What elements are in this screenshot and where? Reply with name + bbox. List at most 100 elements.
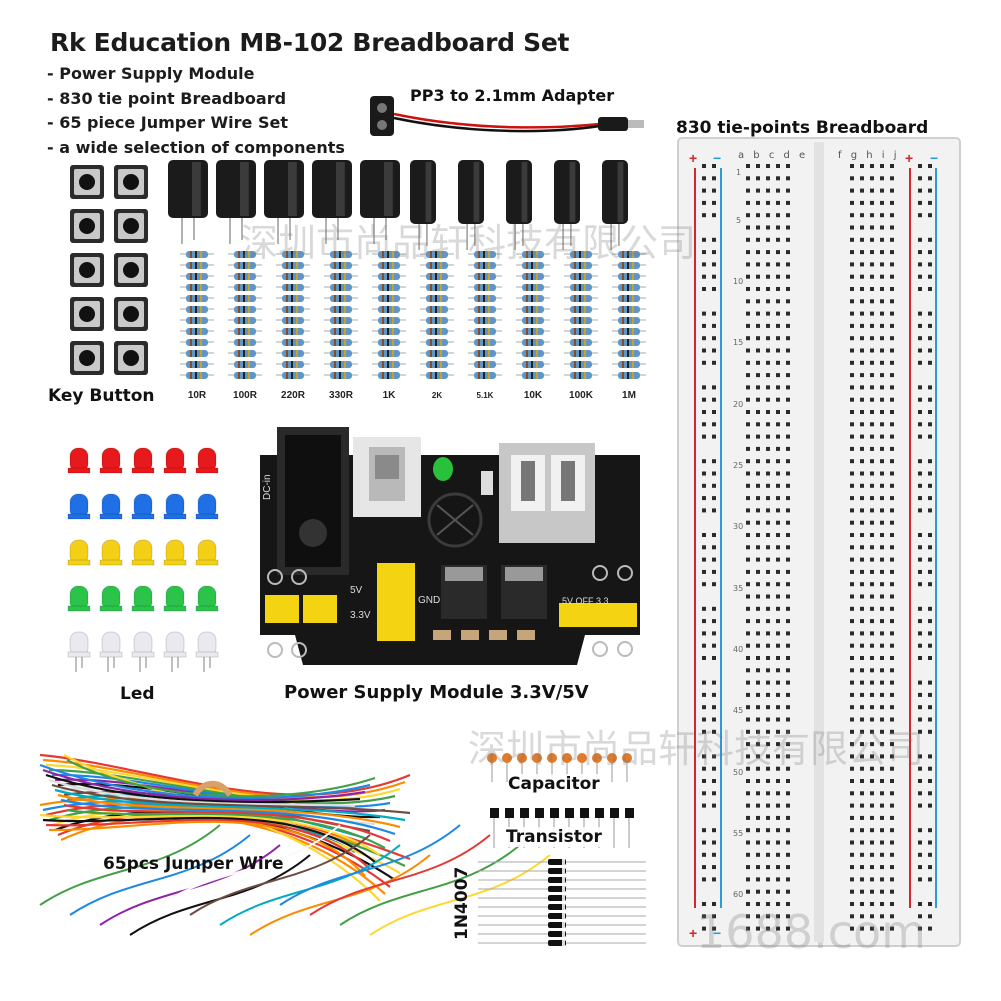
tactile-button: [70, 297, 104, 331]
breadboard-hole: [890, 643, 894, 648]
rail-hole: [712, 705, 716, 710]
resistor: [612, 328, 646, 335]
breadboard-hole: [850, 742, 854, 747]
breadboard-hole: [890, 828, 894, 833]
rail-hole: [928, 828, 932, 833]
breadboard-hole: [766, 176, 770, 181]
breadboard-hole: [766, 446, 770, 451]
breadboard-hole: [776, 889, 780, 894]
breadboard-hole: [746, 213, 750, 218]
breadboard-hole: [766, 668, 770, 673]
breadboard-hole: [890, 422, 894, 427]
breadboard-hole: [756, 569, 760, 574]
breadboard-hole: [786, 668, 790, 673]
breadboard-hole: [860, 865, 864, 870]
breadboard-hole: [870, 360, 874, 365]
rail-hole: [928, 631, 932, 636]
breadboard-hole: [776, 471, 780, 476]
rail-hole: [928, 643, 932, 648]
breadboard-hole: [880, 323, 884, 328]
breadboard-hole: [786, 619, 790, 624]
rail-hole: [918, 766, 922, 771]
rail-hole: [918, 323, 922, 328]
breadboard-hole: [766, 914, 770, 919]
breadboard-hole: [870, 299, 874, 304]
breadboard-hole: [850, 791, 854, 796]
rail-hole: [918, 717, 922, 722]
breadboard-columns-left: a b c d e: [738, 150, 809, 161]
resistor: [420, 317, 454, 324]
breadboard-hole: [850, 483, 854, 488]
breadboard-hole: [850, 471, 854, 476]
breadboard-hole: [756, 692, 760, 697]
breadboard-hole: [746, 569, 750, 574]
breadboard-hole: [870, 914, 874, 919]
breadboard-hole: [776, 852, 780, 857]
breadboard-hole: [756, 914, 760, 919]
rail-hole: [702, 656, 706, 660]
row-number: 25: [733, 461, 744, 470]
breadboard-hole: [890, 508, 894, 513]
rail-hole: [918, 705, 922, 710]
resistor: [468, 295, 502, 302]
rail-hole: [712, 545, 716, 550]
rail-hole: [702, 410, 706, 414]
breadboard-hole: [860, 877, 864, 882]
rail-hole: [928, 483, 932, 488]
rail-hole: [712, 410, 716, 414]
breadboard-hole: [880, 852, 884, 857]
resistor-value: 330R: [329, 390, 353, 401]
rail-hole: [702, 545, 706, 550]
feature-item: - a wide selection of components: [47, 137, 345, 157]
breadboard-hole: [860, 680, 864, 685]
breadboard-hole: [756, 422, 760, 427]
breadboard-hole: [850, 496, 854, 501]
breadboard-hole: [860, 471, 864, 476]
breadboard-hole: [890, 631, 894, 636]
breadboard-hole: [880, 705, 884, 710]
rail-hole: [712, 274, 716, 279]
rail-hole: [918, 311, 922, 316]
rail-hole: [928, 397, 932, 402]
breadboard-hole: [860, 840, 864, 845]
breadboard-hole: [786, 680, 790, 685]
led: [195, 631, 219, 672]
rail-hole: [928, 323, 932, 328]
row-number: 45: [733, 706, 744, 715]
breadboard-hole: [786, 323, 790, 328]
rail-hole: [918, 533, 922, 537]
jumper-wires-image: [39, 753, 551, 936]
rail-hole: [918, 582, 922, 587]
breadboard-hole: [860, 557, 864, 562]
resistor: [324, 339, 358, 346]
breadboard-hole: [786, 422, 790, 427]
rail-hole: [918, 471, 922, 476]
breadboard-hole: [870, 803, 874, 808]
dc-in-marking: DC-in: [262, 474, 273, 500]
breadboard-hole: [756, 434, 760, 439]
rail-hole: [928, 434, 932, 439]
breadboard-hole: [766, 557, 770, 562]
rail-hole: [928, 471, 932, 476]
rail-hole: [712, 656, 716, 660]
breadboard-hole: [860, 373, 864, 378]
breadboard-hole: [860, 287, 864, 291]
breadboard-hole: [870, 840, 874, 845]
breadboard-hole: [746, 385, 750, 390]
breadboard-hole: [870, 459, 874, 464]
breadboard-hole: [850, 164, 854, 168]
breadboard-hole: [776, 459, 780, 464]
breadboard-hole: [860, 631, 864, 636]
rail-hole: [918, 680, 922, 685]
breadboard-hole: [786, 520, 790, 525]
led: [67, 493, 91, 520]
breadboard-hole: [850, 520, 854, 525]
jumper-wire: [69, 834, 251, 916]
breadboard-hole: [890, 656, 894, 660]
breadboard-hole: [766, 360, 770, 365]
breadboard-hole: [756, 323, 760, 328]
breadboard-hole: [756, 274, 760, 279]
resistor: [372, 339, 406, 346]
breadboard-hole: [890, 360, 894, 365]
rail-hole: [702, 692, 706, 697]
